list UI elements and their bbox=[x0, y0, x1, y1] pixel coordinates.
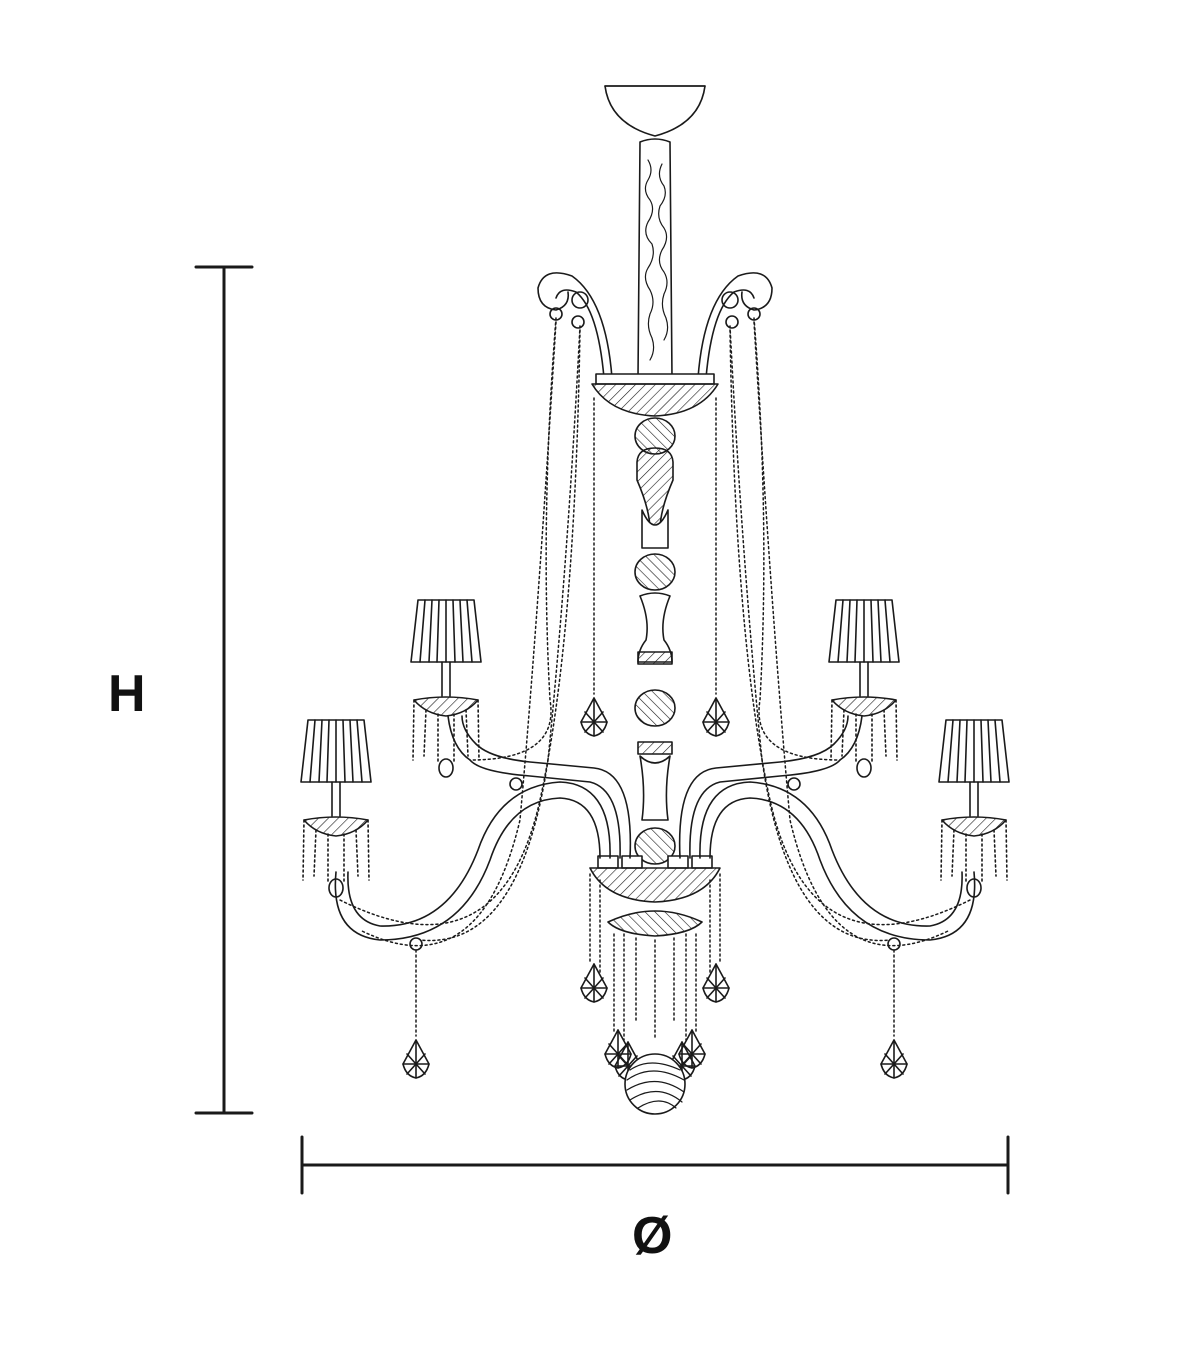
curved-arms bbox=[334, 715, 976, 951]
lamp-upper-left bbox=[410, 599, 482, 778]
lamp-upper-right bbox=[828, 599, 900, 778]
bottom-finial-ball bbox=[624, 1053, 686, 1115]
height-label: H bbox=[108, 665, 146, 723]
lower-crown-bowl bbox=[589, 855, 721, 937]
pendant-drop bbox=[402, 1039, 430, 1079]
arm-chains bbox=[415, 949, 895, 1037]
pendant-drop bbox=[604, 1029, 632, 1069]
central-column bbox=[634, 417, 676, 865]
ceiling-canopy bbox=[604, 85, 706, 137]
pendant-drop bbox=[580, 697, 608, 737]
pendant-drop bbox=[580, 963, 608, 1003]
glass-stem bbox=[637, 138, 673, 379]
pendant-drop bbox=[702, 963, 730, 1003]
lamp-lower-left bbox=[300, 719, 372, 898]
pendant-drop bbox=[678, 1029, 706, 1069]
height-dimension-line bbox=[194, 265, 254, 1115]
upper-crown-bowl bbox=[591, 373, 719, 417]
diameter-label: Ø bbox=[632, 1207, 673, 1265]
diameter-dimension-line bbox=[300, 1135, 1010, 1195]
pendant-drop bbox=[880, 1039, 908, 1079]
crystal-cascade bbox=[589, 873, 721, 1041]
pendant-drop bbox=[702, 697, 730, 737]
top-scroll-arms bbox=[537, 272, 773, 379]
lamp-lower-right bbox=[938, 719, 1010, 898]
